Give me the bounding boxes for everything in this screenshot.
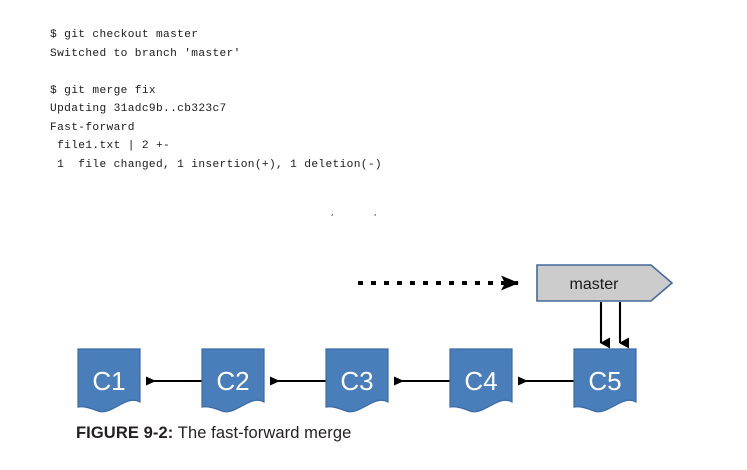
figure-caption: FIGURE 9-2: The fast-forward merge — [76, 424, 351, 443]
commit-node-label: C5 — [588, 366, 621, 396]
terminal-line-blank — [50, 63, 570, 82]
terminal-line: $ git merge fix — [50, 84, 156, 97]
branch-tag-master — [536, 264, 674, 302]
terminal-line: $ git checkout master — [50, 29, 199, 41]
terminal-line: Updating 31adc9b..cb323c7 — [50, 103, 227, 115]
terminal-line: 1 file changed, 1 insertion(+), 1 deleti… — [50, 158, 382, 171]
commit-node-c2 — [201, 348, 265, 413]
commit-node-c4 — [449, 348, 513, 413]
terminal-line: file1.txt | 2 +- — [50, 140, 171, 152]
terminal-line: Switched to branch 'master' — [50, 47, 241, 60]
commit-node-label: C2 — [216, 366, 249, 396]
clipped-text-value: , , c — [330, 214, 660, 218]
clipped-text-fragment: , , c — [330, 214, 660, 234]
branch-tag-label: master — [570, 276, 620, 293]
commit-node-label: C1 — [92, 366, 125, 396]
terminal-transcript: $ git checkout master Switched to branch… — [50, 26, 570, 174]
figure-caption-label: FIGURE 9-2: — [76, 424, 174, 442]
commit-node-c5 — [573, 348, 637, 413]
commit-node-c3 — [325, 348, 389, 413]
figure-caption-text: The fast-forward merge — [177, 424, 352, 442]
commit-node-label: C4 — [464, 366, 497, 396]
terminal-line: Fast-forward — [50, 121, 135, 134]
commit-node-c1 — [77, 348, 141, 413]
commit-node-label: C3 — [340, 366, 373, 396]
figure-diagram: master C1 C2 C3 C4 C5 — [0, 250, 747, 430]
